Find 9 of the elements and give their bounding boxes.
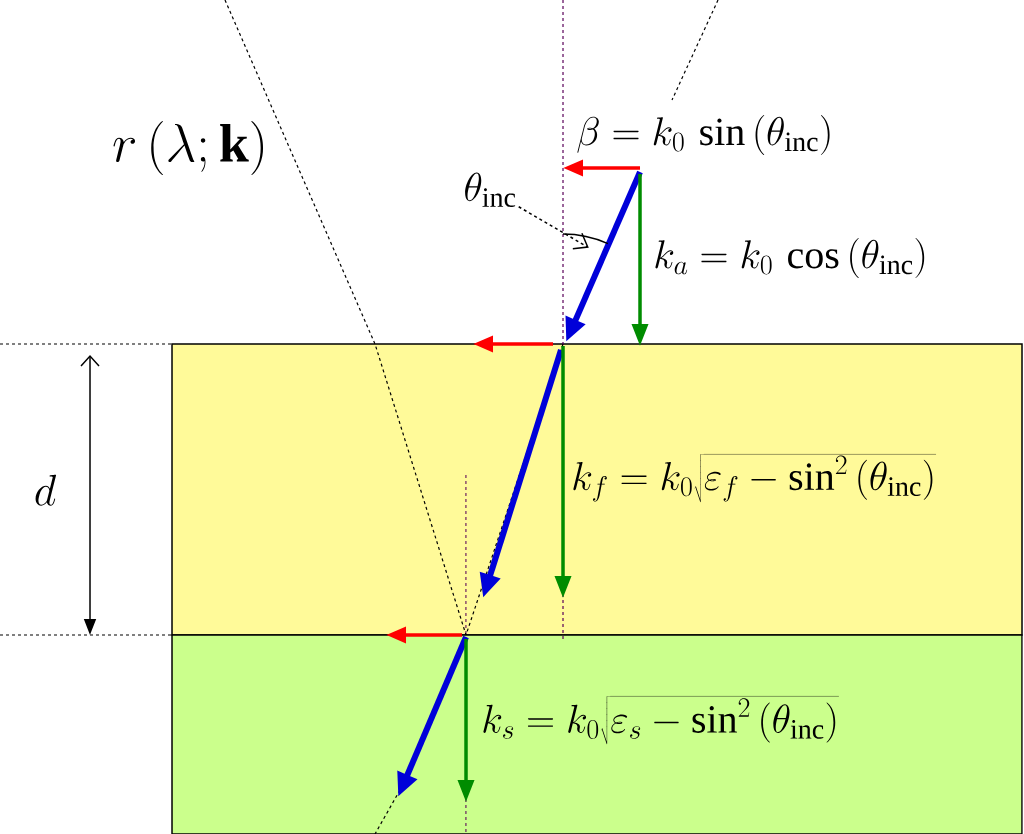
formula: $k_s = k_0\sqrt{\varepsilon_s - \sin^2\left(\theta_{\mathrm{inc}}\right)}$ xyxy=(483,696,839,745)
formula: $\beta = k_0\,\sin\left(\theta_{\mathrm{inc}}\right)$ xyxy=(577,115,830,155)
angle-label: $\theta_{\mathrm{inc}}$ xyxy=(465,172,516,207)
leader-line xyxy=(517,206,589,250)
formula: $d$ xyxy=(35,474,57,506)
formula: $r\left(\lambda;\mathbf{k}\right)$ xyxy=(113,121,264,175)
formula: $k_a = k_0\,\cos\left(\theta_{\mathrm{inc}}\right)$ xyxy=(655,238,925,278)
formula: $k_f = k_0\sqrt{\varepsilon_f - \sin^2\left(\theta_{\mathrm{inc}}\right)}$ xyxy=(573,454,937,503)
angle-arc xyxy=(562,233,609,245)
